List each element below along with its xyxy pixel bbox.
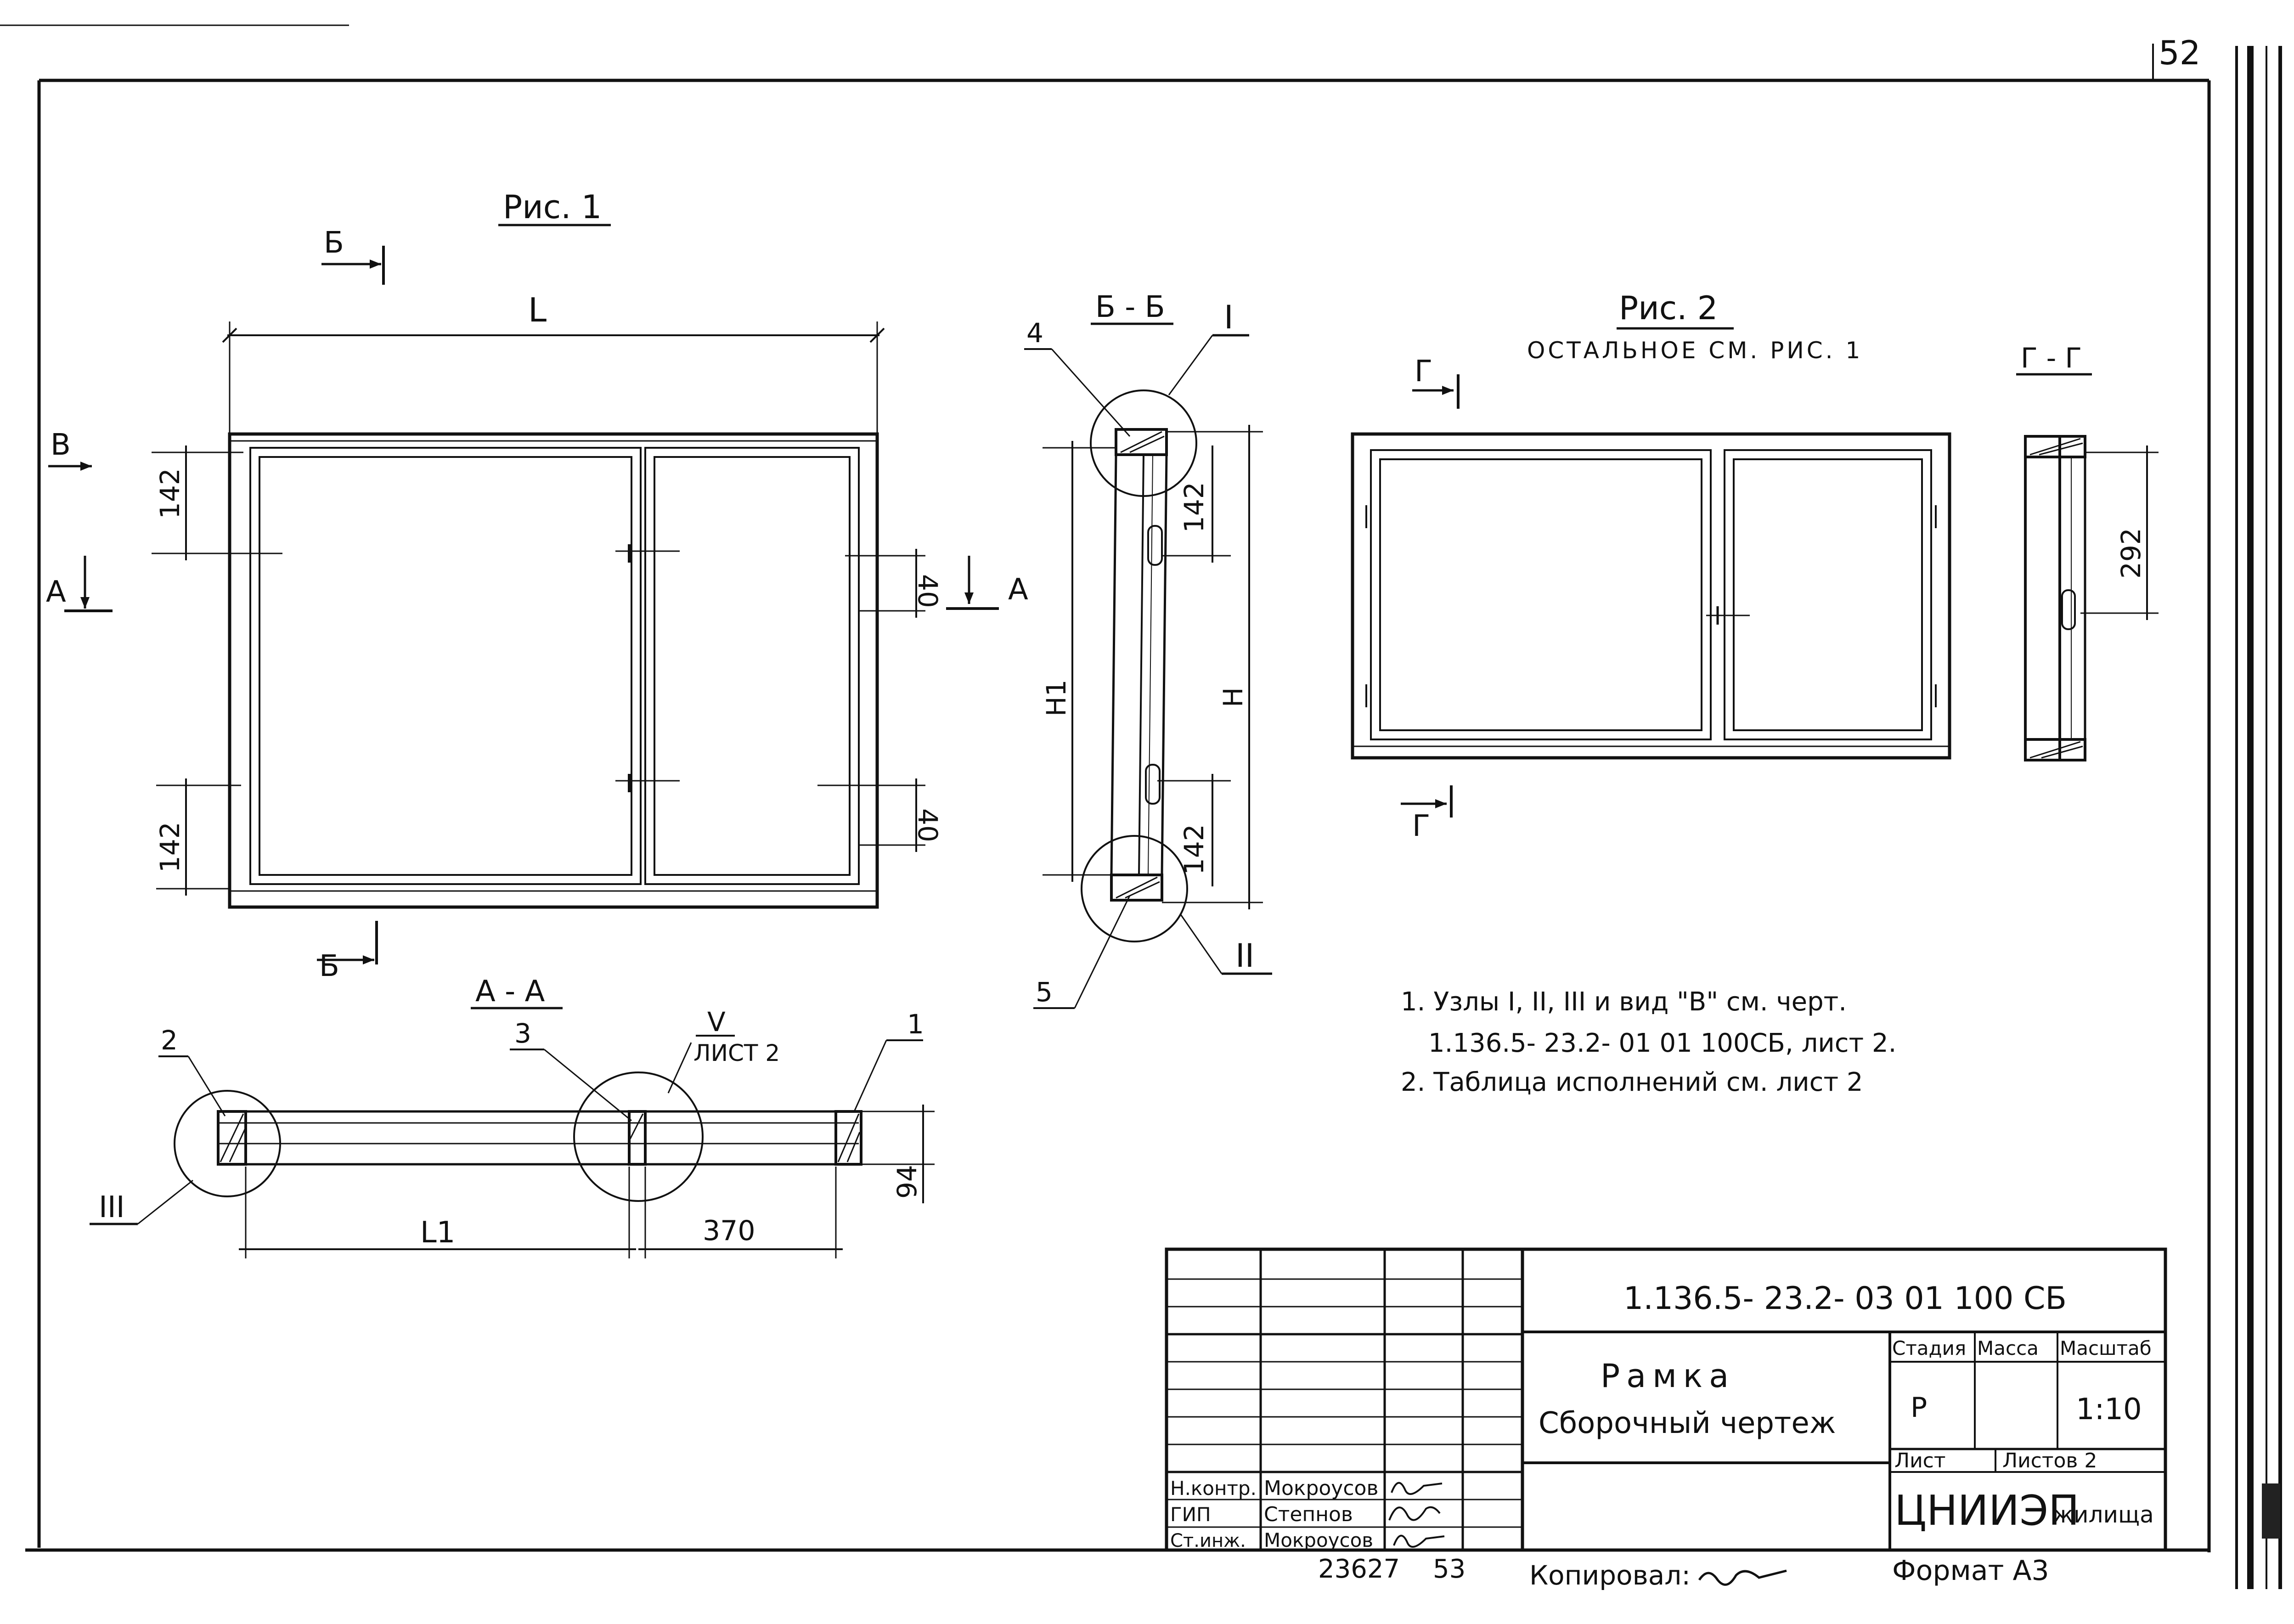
copied-label: Копировал: (1529, 1560, 1691, 1591)
fig2-title: Рис. 2 (1619, 289, 1718, 327)
section-bb: Б - Б I 4 H1 H 142 (1024, 290, 1272, 1009)
designation: 1.136.5- 23.2- 03 01 100 СБ (1623, 1280, 2067, 1317)
section-gg-dim-292: 292 (2115, 528, 2147, 579)
fig1: Рис. 1 Б Б В А А L (46, 188, 1028, 983)
section-bb-dim-142-bottom: 142 (1178, 824, 1210, 875)
fig1-dim-40-bottom: 40 (912, 808, 943, 842)
sheets-label: Листов 2 (2002, 1449, 2097, 1472)
signature-1 (1391, 1482, 1443, 1495)
section-aa-node5: V (707, 1006, 726, 1038)
section-gg-title: Г - Г (2021, 342, 2082, 374)
fig2-subtitle: ОСТАЛЬНОЕ СМ. РИС. 1 (1527, 337, 1863, 364)
name-3: Мокроусов (1264, 1529, 1373, 1551)
scale-value: 1:10 (2076, 1393, 2142, 1427)
section-aa-node5-sheet: ЛИСТ 2 (693, 1040, 780, 1066)
fig1-dim-40-top: 40 (912, 574, 943, 608)
format-label: Формат А3 (1892, 1555, 2049, 1587)
org-name: ЦНИИЭП (1894, 1487, 2080, 1535)
fig1-section-mark-bottom: Б (319, 949, 339, 983)
fig1-cut-mark-right: А (1008, 573, 1028, 607)
section-bb-dim-H1: H1 (1041, 679, 1072, 716)
role-1: Н.контр. (1170, 1477, 1257, 1500)
fig1-section-mark-top: Б (324, 226, 344, 260)
notes: 1. Узлы I, II, III и вид "В" см. черт. 1… (1401, 987, 1896, 1097)
title-block: 1.136.5- 23.2- 03 01 100 СБ Рамка Сбороч… (1165, 1247, 2167, 1552)
section-aa-dim-L1: L1 (420, 1216, 455, 1250)
role-2: ГИП (1170, 1503, 1211, 1526)
fig1-title: Рис. 1 (503, 188, 602, 226)
org-suffix: жилища (2053, 1501, 2154, 1528)
fig1-dim-L: L (528, 291, 547, 329)
page-number: 52 (2159, 34, 2201, 72)
section-aa-dim-94: 94 (891, 1165, 923, 1199)
section-bb-node2: II (1235, 937, 1254, 975)
sheet-label: Лист (1894, 1449, 1946, 1472)
note-line-2: 1.136.5- 23.2- 01 01 100СБ, лист 2. (1428, 1028, 1896, 1058)
section-bb-pos4: 4 (1026, 317, 1043, 349)
name-2: Степнов (1264, 1503, 1353, 1526)
drawing-subname: Сборочный чертеж (1539, 1406, 1836, 1440)
section-aa: А - А 2 3 V ЛИСТ 2 1 III (90, 975, 935, 1258)
section-aa-pos3: 3 (514, 1018, 531, 1049)
copied-signature (1698, 1569, 1787, 1586)
note-line-3: 2. Таблица исполнений см. лист 2 (1401, 1067, 1863, 1097)
inventory-number: 23627 (1318, 1554, 1400, 1584)
fig1-dim-142-bottom: 142 (154, 822, 186, 873)
signature-3 (1393, 1534, 1445, 1548)
signature-2 (1388, 1506, 1441, 1521)
stage-value: Р (1911, 1392, 1927, 1424)
section-aa-pos2: 2 (161, 1025, 178, 1056)
fig1-view-mark: В (51, 428, 71, 462)
fig1-cut-mark-left: А (46, 575, 66, 609)
col-stage-label: Стадия (1892, 1337, 1966, 1359)
fig2-cut-mark-top: Г (1415, 355, 1432, 389)
section-gg: Г - Г 292 (2016, 342, 2159, 761)
section-bb-dim-142-top: 142 (1178, 482, 1210, 533)
role-3: Ст.инж. (1170, 1530, 1246, 1551)
inventory-page: 53 (1433, 1554, 1465, 1584)
section-bb-title: Б - Б (1095, 290, 1165, 324)
scan-mark (2262, 1483, 2280, 1539)
section-aa-dim-370: 370 (703, 1215, 755, 1247)
col-mass-label: Масса (1977, 1337, 2039, 1359)
section-bb-pos5: 5 (1036, 976, 1053, 1008)
name-1: Мокроусов (1264, 1477, 1378, 1500)
sheet-frame (0, 24, 2282, 1589)
note-line-1: 1. Узлы I, II, III и вид "В" см. черт. (1401, 987, 1847, 1017)
fig1-dim-142-top: 142 (154, 468, 186, 519)
section-aa-pos1: 1 (907, 1009, 924, 1040)
section-bb-dim-H: H (1217, 687, 1249, 707)
fig2: Рис. 2 ОСТАЛЬНОЕ СМ. РИС. 1 Г Г (1351, 289, 1951, 843)
section-aa-title: А - А (475, 975, 545, 1009)
drawing-name: Рамка (1601, 1357, 1735, 1395)
section-bb-node1: I (1224, 299, 1234, 336)
fig2-cut-mark-bottom: Г (1412, 809, 1430, 843)
col-scale-label: Масштаб (2060, 1337, 2152, 1359)
section-aa-node3: III (99, 1190, 125, 1224)
